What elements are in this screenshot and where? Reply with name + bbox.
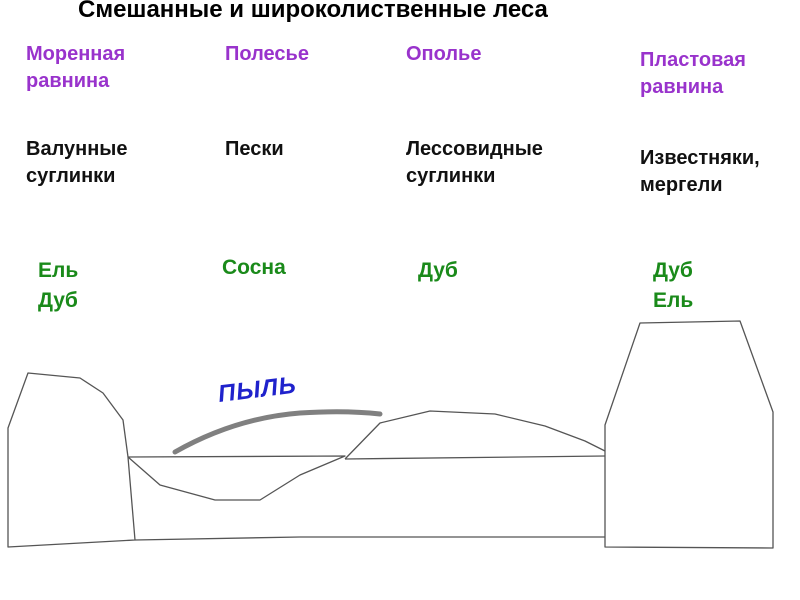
soil-label-loess-loam: Лессовидные суглинки (406, 138, 543, 187)
dust-arc (172, 409, 383, 455)
tree-label-pine: Сосна (222, 256, 286, 279)
tree-label-spruce-oak: Ель Дуб (38, 259, 79, 312)
tree-label-oak-spruce: Дуб Ель (653, 259, 694, 312)
opolye-base-line (344, 455, 606, 460)
region-label-polesye: Полесье (225, 43, 309, 65)
ground-baseline-left (134, 536, 301, 541)
polesye-hollow-outline (127, 455, 346, 501)
region-label-stratal-plain: Пластовая равнина (640, 49, 746, 98)
moraine-hill-outline (7, 372, 136, 548)
soil-label-sands: Пески (225, 138, 284, 160)
soil-label-boulder-loam: Валунные суглинки (26, 138, 128, 187)
region-label-moraine-plain: Моренная равнина (26, 43, 126, 92)
tree-label-oak: Дуб (418, 259, 458, 282)
stratal-plateau-outline (604, 320, 774, 549)
region-label-opolye: Ополье (406, 43, 482, 65)
diagram-title: Смешанные и широколиственные леса (78, 0, 548, 23)
opolye-rise-outline (344, 410, 606, 460)
soil-label-limestone-marl: Известняки, мергели (640, 147, 760, 196)
